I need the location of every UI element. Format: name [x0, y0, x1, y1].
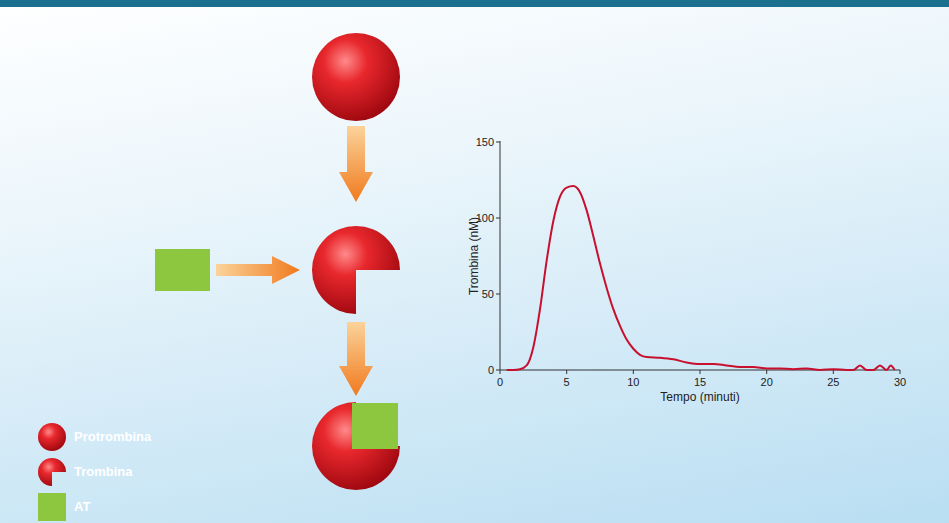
flow-arrow — [339, 322, 373, 396]
y-tick-label: 150 — [476, 136, 494, 149]
y-axis-title: Trombina (nM) — [467, 217, 481, 295]
x-tick-label: 20 — [761, 376, 773, 389]
thrombin-curve — [507, 186, 895, 370]
y-tick-label: 0 — [488, 364, 494, 377]
prothrombin-circle — [312, 33, 400, 121]
thrombin-shape — [312, 226, 400, 314]
flow-arrow — [216, 256, 300, 284]
legend-prothrombin-icon — [38, 423, 66, 451]
x-tick-label: 30 — [894, 376, 906, 389]
x-tick-label: 0 — [497, 376, 503, 389]
x-tick-label: 25 — [827, 376, 839, 389]
y-tick-label: 50 — [482, 288, 494, 301]
x-tick-label: 15 — [694, 376, 706, 389]
legend-swatch — [38, 493, 66, 521]
at-square — [155, 249, 210, 291]
x-tick-label: 5 — [564, 376, 570, 389]
complex-shape — [312, 402, 400, 490]
flow-arrow — [339, 126, 373, 202]
at-square — [352, 403, 398, 449]
top-bar — [0, 0, 949, 7]
x-axis-title: Tempo (minuti) — [660, 390, 739, 404]
legend-text: AT — [74, 499, 90, 515]
legend-thrombin-icon — [38, 458, 66, 486]
legend-text: Trombina — [74, 464, 133, 480]
x-tick-label: 10 — [627, 376, 639, 389]
legend-text: Protrombina — [74, 429, 151, 445]
chart-axes — [496, 141, 900, 374]
